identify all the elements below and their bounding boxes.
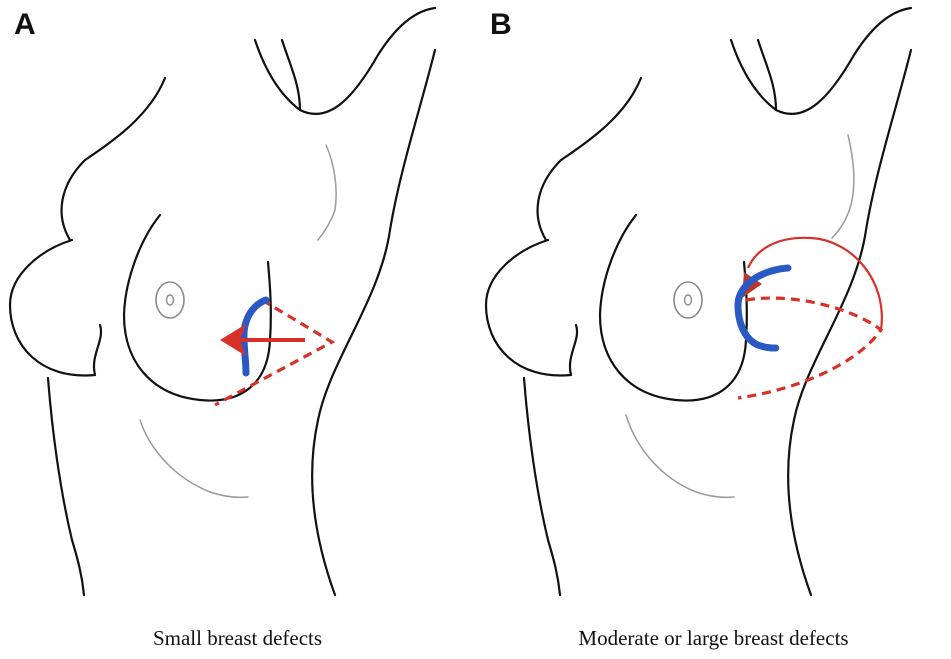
panel-a: A Small breast defects xyxy=(0,0,475,659)
panel-a-caption: Small breast defects xyxy=(0,626,475,651)
panel-a-illustration xyxy=(0,0,475,600)
abdominal-fold xyxy=(626,415,734,497)
axillary-fold xyxy=(832,135,854,238)
back-contour xyxy=(731,8,911,114)
nipple-icon xyxy=(685,295,692,305)
axillary-fold xyxy=(318,145,336,240)
left-flank xyxy=(48,378,84,595)
arm-contour xyxy=(758,40,776,110)
torso-contour xyxy=(62,78,165,240)
nipple-icon xyxy=(167,295,174,305)
flap-outline-dashed xyxy=(215,300,332,405)
panel-b-caption: Moderate or large breast defects xyxy=(476,626,951,651)
defect-incision-marker xyxy=(244,300,266,374)
treated-breast xyxy=(600,215,747,401)
right-flank xyxy=(312,50,435,595)
torso-contour xyxy=(538,78,641,240)
abdominal-fold xyxy=(140,420,248,497)
nipple-areola xyxy=(674,282,702,318)
panel-b: B Moderate or large breast defects xyxy=(476,0,951,659)
contralateral-breast xyxy=(10,240,101,375)
panel-b-illustration xyxy=(476,0,951,600)
contralateral-breast xyxy=(486,240,577,375)
right-flank xyxy=(788,50,911,595)
arm-contour xyxy=(282,40,300,110)
back-contour xyxy=(255,8,435,114)
nipple-areola xyxy=(156,282,184,318)
left-flank xyxy=(524,378,560,595)
